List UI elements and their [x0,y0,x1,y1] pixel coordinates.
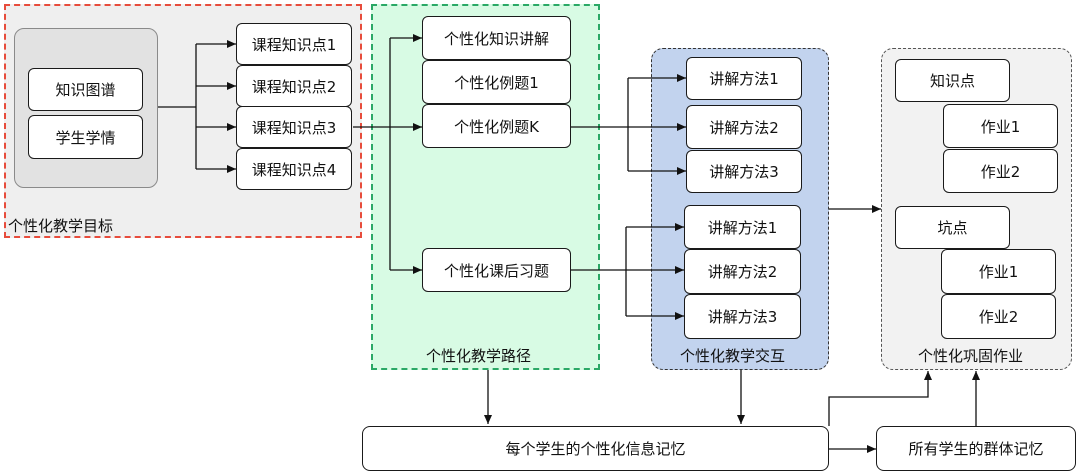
student-learning-state-node[interactable]: 学生学情 [28,115,143,159]
knowledge-homework-1[interactable]: 作业1 [943,104,1058,148]
pitfall-homework-1[interactable]: 作业1 [941,249,1056,294]
explanation-method-a2[interactable]: 讲解方法2 [686,105,802,149]
knowledge-graph-node[interactable]: 知识图谱 [28,68,143,111]
pitfall-homework-2[interactable]: 作业2 [941,294,1056,339]
knowledge-point-node[interactable]: 知识点 [895,59,1010,102]
explanation-method-b3[interactable]: 讲解方法3 [684,294,801,339]
course-knowledge-point-2[interactable]: 课程知识点2 [236,65,352,107]
course-knowledge-point-4[interactable]: 课程知识点4 [236,148,352,190]
teaching-target-label: 个性化教学目标 [8,217,114,235]
personalized-after-class-exercise-node[interactable]: 个性化课后习题 [422,248,571,292]
group-memory-node[interactable]: 所有学生的群体记忆 [876,426,1076,471]
explanation-method-b2[interactable]: 讲解方法2 [684,249,801,294]
pitfall-node[interactable]: 坑点 [895,206,1010,249]
personalized-explanation-node[interactable]: 个性化知识讲解 [422,16,571,60]
course-knowledge-point-3[interactable]: 课程知识点3 [236,106,352,148]
personalized-example-1-node[interactable]: 个性化例题1 [422,60,571,104]
course-knowledge-point-1[interactable]: 课程知识点1 [236,23,352,65]
individual-memory-node[interactable]: 每个学生的个性化信息记忆 [362,426,829,471]
knowledge-homework-2[interactable]: 作业2 [943,149,1058,193]
explanation-method-a3[interactable]: 讲解方法3 [686,150,802,193]
consolidation-homework-label: 个性化巩固作业 [918,347,1024,365]
teaching-interaction-label: 个性化教学交互 [680,347,786,365]
explanation-method-a1[interactable]: 讲解方法1 [686,57,802,100]
personalized-example-k-node[interactable]: 个性化例题K [422,104,571,148]
explanation-method-b1[interactable]: 讲解方法1 [684,205,801,249]
teaching-path-label: 个性化教学路径 [426,347,532,365]
edge-memory-to-homework [828,371,932,426]
